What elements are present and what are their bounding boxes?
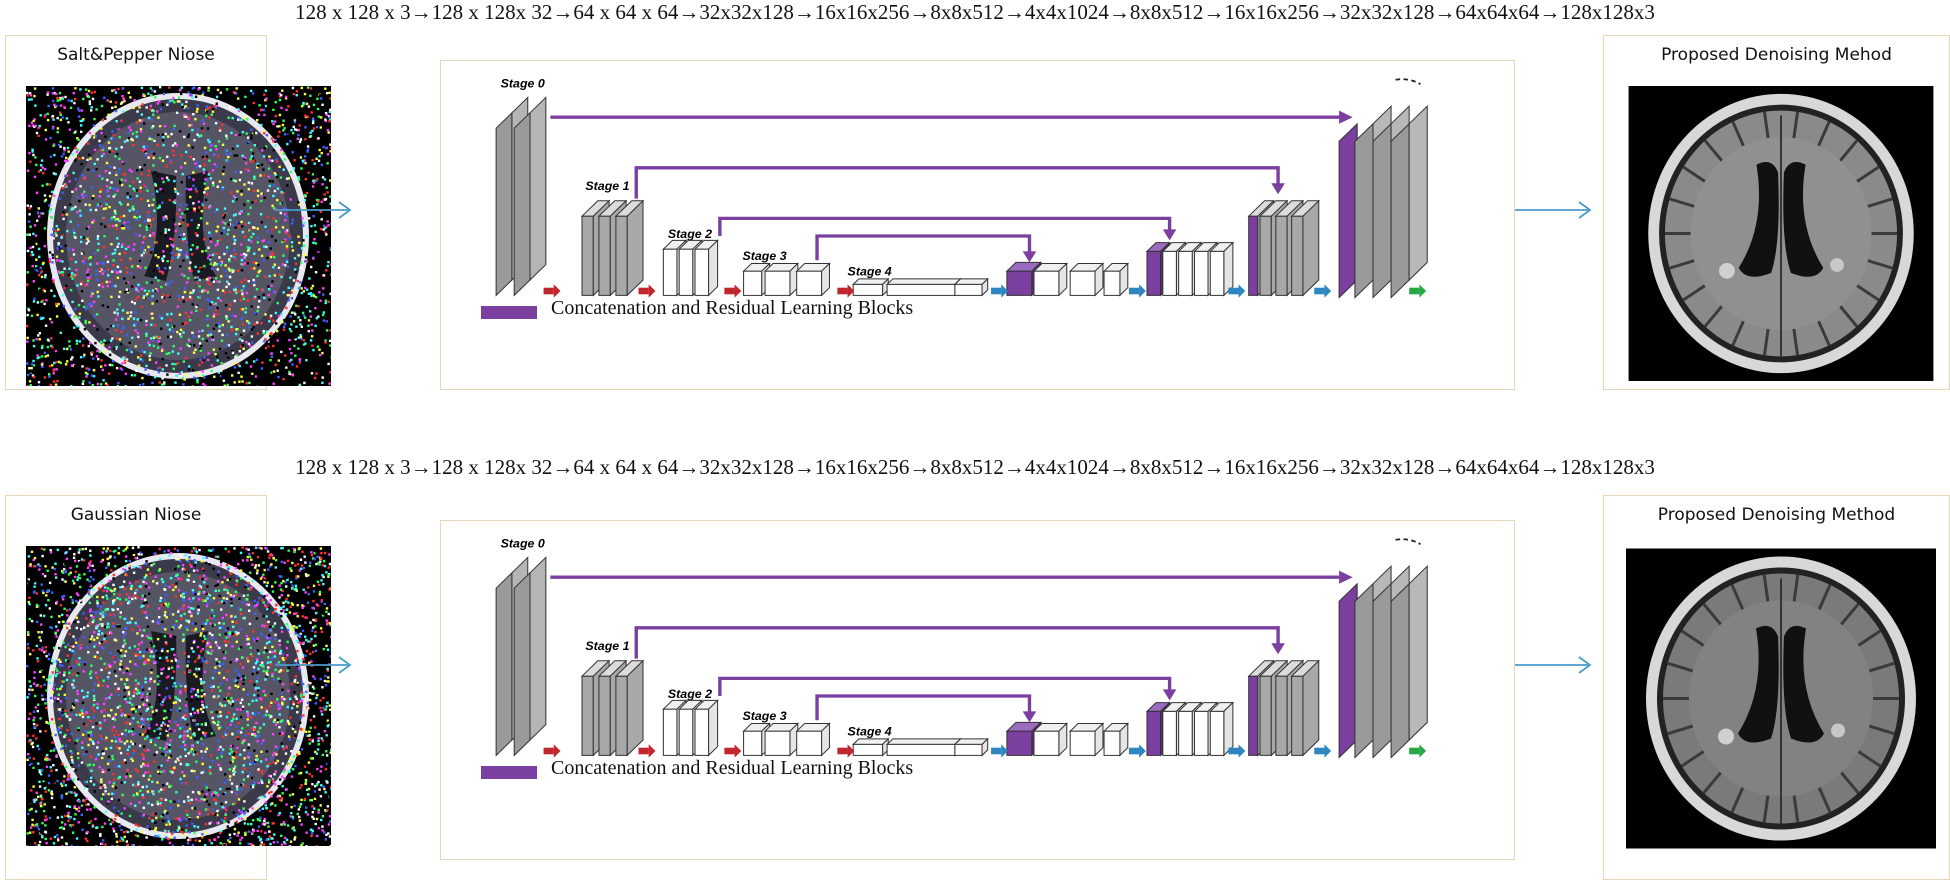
skip-connection-stage0 xyxy=(550,111,1352,124)
noisy-input-panel: Salt&Pepper Niose xyxy=(5,35,267,390)
skip-connection-stage1 xyxy=(636,628,1285,659)
skip-connection-stage3 xyxy=(817,696,1036,722)
unet-architecture-panel: Stage 0 Stage 1 Stage 2 Stage 3 Stage 4 Conc… xyxy=(440,520,1515,860)
legend-swatch xyxy=(481,766,537,779)
output-title: Proposed Denoising Method xyxy=(1604,505,1949,525)
downsample-arrow xyxy=(724,284,741,297)
ellipsis-mark xyxy=(1396,79,1421,84)
stage3-dec-layer xyxy=(1104,264,1128,296)
unet-diagram: Stage 0 Stage 1 Stage 2 Stage 3 Stage 4 xyxy=(441,61,1516,401)
stage4-bottleneck xyxy=(853,279,888,296)
stage4-bottleneck xyxy=(887,739,960,756)
denoised-mri-image xyxy=(1626,86,1936,381)
skip-connection-stage3 xyxy=(817,236,1036,262)
unet-architecture-panel: Stage 0 Stage 1 Stage 2 Stage 3 Stage 4 Conc… xyxy=(440,60,1515,390)
flow-arrow-in xyxy=(275,655,355,675)
stage4-bottleneck xyxy=(887,279,960,296)
legend-swatch xyxy=(481,306,537,319)
stage-label-2: Stage 2 xyxy=(668,687,712,701)
stage3-dec-layer xyxy=(1034,264,1067,296)
stage3-dec-layer xyxy=(1104,724,1128,756)
noisy-input-panel: Gaussian Niose xyxy=(5,495,267,880)
stage3-dec-layer xyxy=(1070,264,1103,296)
stage-label-1: Stage 1 xyxy=(585,179,629,193)
ellipsis-mark xyxy=(1396,539,1421,544)
input-title: Salt&Pepper Niose xyxy=(6,45,266,65)
stage0-enc-layer xyxy=(514,557,546,755)
skip-connection-stage1 xyxy=(636,168,1285,199)
stage1-enc-layer xyxy=(616,661,643,756)
stage4-bottleneck xyxy=(955,279,988,296)
downsample-arrow xyxy=(544,744,561,757)
stage3-enc-layer xyxy=(765,724,798,756)
upsample-arrow xyxy=(991,744,1008,757)
dimension-sequence: 128 x 128 x 3→128 x 128x 32→64 x 64 x 64… xyxy=(0,455,1950,480)
downsample-arrow xyxy=(639,744,656,757)
pipeline-row: 128 x 128 x 3→128 x 128x 32→64 x 64 x 64… xyxy=(0,455,1950,885)
unet-diagram: Stage 0 Stage 1 Stage 2 Stage 3 Stage 4 xyxy=(441,521,1516,861)
stage2-enc-layer xyxy=(695,240,718,295)
legend-label: Concatenation and Residual Learning Bloc… xyxy=(551,757,913,780)
skip-connection-stage0 xyxy=(550,571,1352,584)
input-title: Gaussian Niose xyxy=(6,505,266,525)
stage4-bottleneck xyxy=(955,739,988,756)
stage4-bottleneck xyxy=(853,739,888,756)
output-title: Proposed Denoising Mehod xyxy=(1604,45,1949,65)
stage3-dec-layer xyxy=(1070,724,1103,756)
upsample-arrow xyxy=(991,284,1008,297)
upsample-arrow xyxy=(1129,744,1146,757)
upsample-arrow xyxy=(1314,744,1331,757)
downsample-arrow xyxy=(544,284,561,297)
downsample-arrow xyxy=(837,744,854,757)
stage2-dec-layer xyxy=(1210,243,1233,296)
stage-label-0: Stage 0 xyxy=(501,77,545,91)
stage3-enc-layer xyxy=(765,264,798,296)
output-arrow xyxy=(1409,744,1426,757)
denoised-output-panel: Proposed Denoising Method xyxy=(1603,495,1950,880)
stage-label-4: Stage 4 xyxy=(848,725,892,739)
stage-label-3: Stage 3 xyxy=(742,249,786,263)
stage-label-1: Stage 1 xyxy=(585,639,629,653)
legend-label: Concatenation and Residual Learning Bloc… xyxy=(551,297,913,320)
stage2-enc-layer xyxy=(695,700,718,755)
stage3-dec-layer xyxy=(1034,724,1067,756)
downsample-arrow xyxy=(724,744,741,757)
stage3-enc-layer xyxy=(797,724,830,756)
downsample-arrow xyxy=(837,284,854,297)
stage0-enc-layer xyxy=(514,97,546,295)
flow-arrow-out xyxy=(1515,655,1595,675)
stage-label-2: Stage 2 xyxy=(668,227,712,241)
pipeline-row: 128 x 128 x 3→128 x 128x 32→64 x 64 x 64… xyxy=(0,0,1950,430)
upsample-arrow xyxy=(1129,284,1146,297)
stage-label-4: Stage 4 xyxy=(848,265,892,279)
stage3-enc-layer xyxy=(797,264,830,296)
stage1-enc-layer xyxy=(616,201,643,296)
stage-label-0: Stage 0 xyxy=(501,537,545,551)
stage2-dec-layer xyxy=(1210,703,1233,756)
upsample-arrow xyxy=(1314,284,1331,297)
flow-arrow-out xyxy=(1515,200,1595,220)
noisy-mri-image xyxy=(26,546,331,846)
stage1-dec-layer xyxy=(1292,661,1319,756)
denoised-mri-image xyxy=(1626,546,1936,851)
dimension-sequence: 128 x 128 x 3→128 x 128x 32→64 x 64 x 64… xyxy=(0,0,1950,25)
stage-label-3: Stage 3 xyxy=(742,709,786,723)
denoised-output-panel: Proposed Denoising Mehod xyxy=(1603,35,1950,390)
flow-arrow-in xyxy=(275,200,355,220)
stage1-dec-layer xyxy=(1292,201,1319,296)
downsample-arrow xyxy=(639,284,656,297)
output-arrow xyxy=(1409,284,1426,297)
noisy-mri-image xyxy=(26,86,331,386)
